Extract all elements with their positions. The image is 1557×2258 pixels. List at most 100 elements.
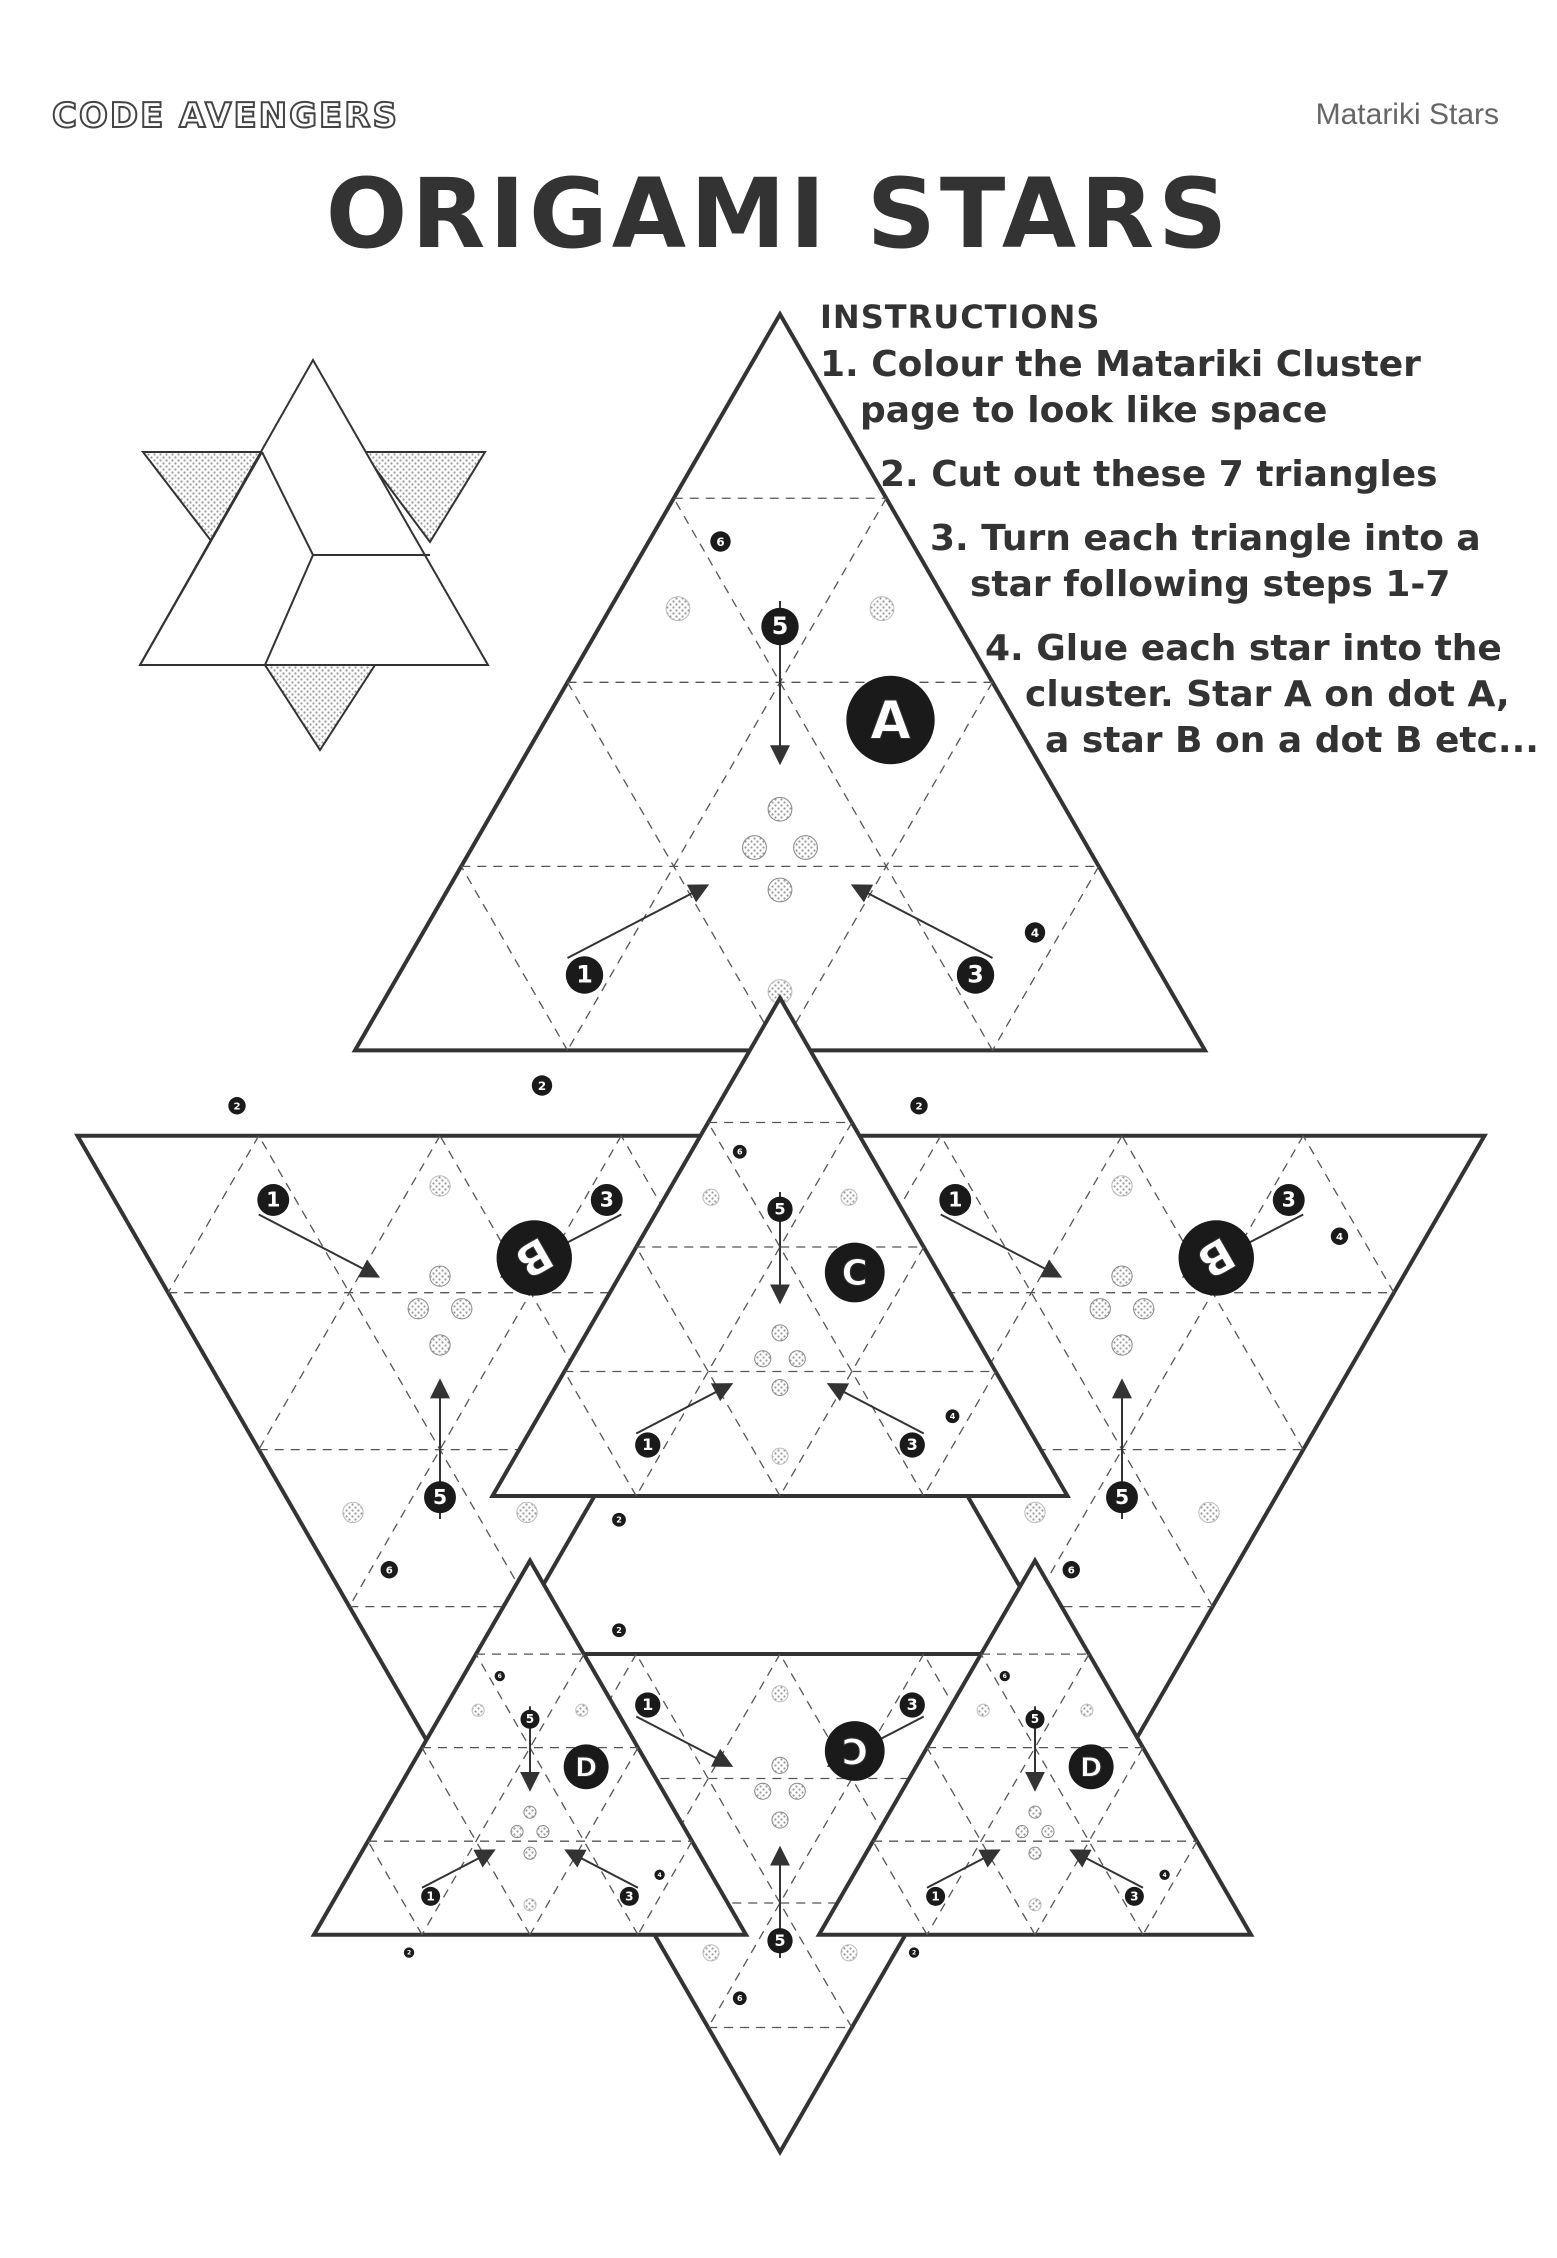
letter-badge (563, 1744, 609, 1790)
centre-dot (1089, 1298, 1111, 1320)
centre-dot (1028, 1846, 1042, 1860)
fold-arrow (635, 1715, 734, 1767)
centre-dot (1015, 1825, 1029, 1839)
step-number: 6 (1003, 1673, 1007, 1680)
fold-arrow (258, 1213, 381, 1278)
fold-line (421, 1747, 531, 1936)
instruction-step-3: 3. Turn each triangle into a star follow… (930, 516, 1557, 608)
step-badge (1106, 1481, 1138, 1514)
step-number: 5 (1031, 1712, 1039, 1726)
step-badge (520, 1709, 540, 1729)
letter-label: D (1080, 1752, 1102, 1783)
fold-line (635, 1122, 853, 1497)
step-badge (257, 1184, 290, 1216)
glue-spot (471, 1703, 485, 1717)
step-number: 1 (642, 1695, 653, 1714)
centre-dot (429, 1265, 451, 1287)
letter-label: C (842, 1729, 868, 1770)
instruction-step-2: 2. Cut out these 7 triangles (880, 454, 1438, 495)
glue-spot (840, 1944, 858, 1962)
step-badge (926, 1886, 946, 1906)
fold-line (348, 1135, 622, 1607)
step-number: 3 (1282, 1188, 1296, 1212)
centre-dot (510, 1825, 524, 1839)
step-number: 6 (386, 1565, 393, 1576)
step-badge (403, 1947, 415, 1958)
fold-line (367, 1840, 423, 1936)
centre-dot (1111, 1334, 1133, 1356)
subject-label: Matariki Stars (1315, 98, 1499, 131)
step-number: 5 (433, 1485, 447, 1509)
fold-line (167, 1135, 260, 1294)
step-badge (424, 1481, 456, 1514)
step-badge (1159, 1869, 1170, 1880)
fold-line (421, 1653, 585, 1936)
letter-badge (846, 675, 935, 765)
glue-spot (342, 1501, 364, 1524)
step-badge (380, 1561, 398, 1579)
instruction-step-1-line-2: page to look like space (860, 390, 1328, 431)
instructions-block: INSTRUCTIONS 1. Colour the Matariki Clus… (820, 298, 1557, 764)
centre-dot (536, 1825, 550, 1839)
step-number: 1 (642, 1435, 653, 1454)
step-badge (531, 1075, 553, 1096)
fold-line (258, 1135, 441, 1450)
centre-dot (767, 877, 793, 903)
step-number: 6 (716, 535, 724, 549)
step-badge (939, 1184, 972, 1216)
fold-arrow (567, 884, 710, 959)
fold-arrow (421, 1849, 496, 1889)
letter-badge (824, 1242, 885, 1303)
fold-line (563, 1371, 637, 1497)
step-badge (761, 607, 799, 646)
glue-spot (869, 596, 895, 622)
step-number: 5 (526, 1712, 534, 1726)
glue-spot (1028, 1898, 1042, 1912)
step-number: 3 (625, 1889, 633, 1903)
step-number: 6 (498, 1673, 502, 1680)
fold-arrow (635, 1383, 734, 1435)
fold-line (872, 1840, 928, 1936)
step-badge (899, 1432, 925, 1458)
fold-line (637, 1840, 693, 1936)
instruction-step-3-line-2: star following steps 1-7 (970, 564, 1451, 605)
step-badge (910, 1097, 928, 1115)
letter-label: C (842, 1253, 868, 1294)
step-number: 5 (772, 612, 789, 640)
step-badge (421, 1886, 441, 1906)
step-badge (565, 956, 604, 994)
step-badge (1272, 1184, 1305, 1216)
glue-spot (516, 1501, 538, 1524)
step-badge (732, 1991, 747, 2006)
letter-label: A (870, 691, 911, 752)
step-badge (1062, 1561, 1080, 1579)
step-badge (494, 1670, 505, 1682)
fold-arrow (826, 1383, 925, 1435)
glue-spot (665, 596, 691, 622)
glue-spot (523, 1898, 537, 1912)
fold-line (707, 1122, 925, 1497)
fold-arrow (940, 1213, 1063, 1278)
glue-spot (575, 1703, 589, 1717)
glue-spot (840, 1188, 858, 1206)
step-number: 1 (426, 1889, 434, 1903)
step-number: 5 (774, 1199, 785, 1218)
instruction-step-3-line-1: 3. Turn each triangle into a (930, 518, 1481, 559)
step-badge (619, 1886, 639, 1906)
fold-line (460, 866, 569, 1051)
fold-line (1142, 1840, 1198, 1936)
page-title: ORIGAMI STARS (325, 158, 1232, 270)
step-badge (1124, 1886, 1144, 1906)
step-badge (1025, 1709, 1045, 1729)
fold-line (980, 1653, 1144, 1936)
step-badge (612, 1512, 626, 1527)
centre-dot (767, 796, 793, 822)
step-number: 2 (912, 1950, 916, 1957)
step-badge (1024, 922, 1046, 943)
glue-spot (429, 1175, 451, 1197)
step-number: 4 (950, 1412, 956, 1421)
fold-line (1302, 1135, 1395, 1294)
